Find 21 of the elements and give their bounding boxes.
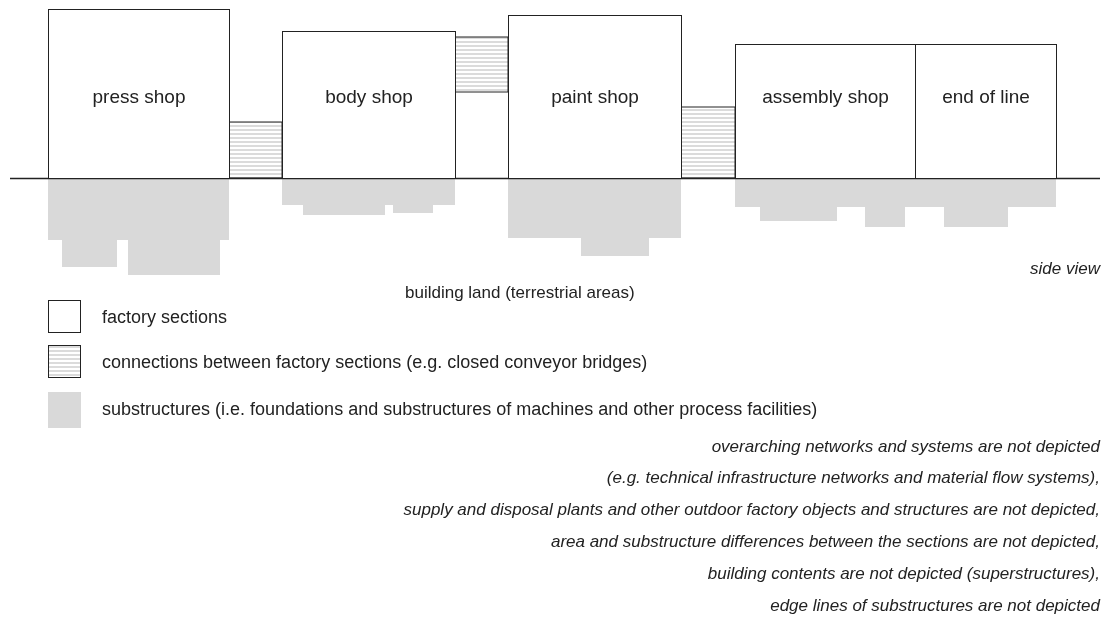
note-text: overarching networks and systems are not depicted [711, 436, 1100, 458]
factory-section [735, 44, 916, 179]
legend-label: connections between factory sections (e.g. closed conveyor bridges) [102, 351, 648, 374]
note-text: building contents are not depicted (superstructures), [707, 563, 1100, 585]
section-label: assembly shop [761, 85, 890, 109]
ground-label: building land (terrestrial areas) [405, 282, 635, 304]
factory-section [282, 31, 456, 179]
note-text: edge lines of substructures are not depicted [770, 595, 1100, 617]
section-label: press shop [91, 85, 187, 109]
section-label: paint shop [550, 85, 640, 109]
section-label: body shop [324, 85, 414, 109]
legend-label: factory sections [102, 306, 228, 329]
factory-section [48, 9, 230, 179]
note-text: area and substructure differences between the sections are not depicted, [550, 531, 1100, 553]
note-text: (e.g. technical infrastructure networks and material flow systems), [606, 467, 1100, 489]
view-label: side view [1030, 258, 1100, 280]
legend-label: substructures (i.e. foundations and substructures of machines and other process facilities) [102, 398, 818, 421]
section-label: end of line [941, 85, 1031, 109]
factory-section [915, 44, 1057, 179]
note-text: supply and disposal plants and other outdoor factory objects and structures are not depicted, [403, 499, 1100, 521]
factory-section [508, 15, 682, 179]
